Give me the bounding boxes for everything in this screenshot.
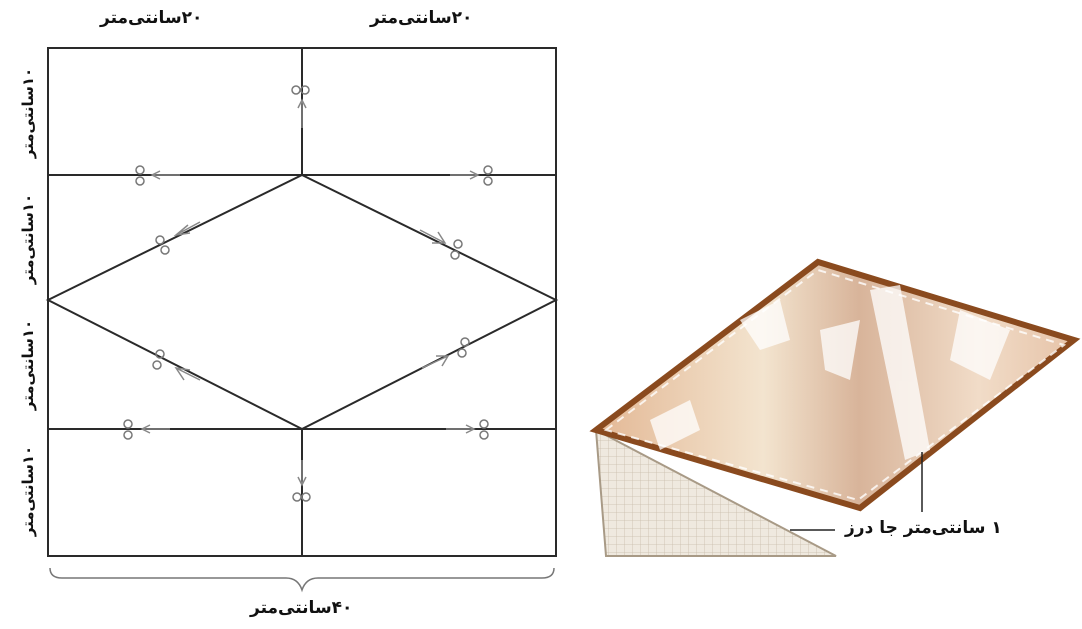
scissors-icon — [419, 229, 463, 260]
scissors-icon — [155, 221, 201, 255]
side-height-label-4: ۱۰سانتی‌متر — [19, 445, 37, 537]
scissors-icon — [135, 165, 180, 186]
scissors-icon — [291, 85, 310, 128]
side-height-label-2: ۱۰سانتی‌متر — [19, 193, 37, 285]
top-right-width-label: ۲۰سانتی‌متر — [370, 8, 473, 28]
scissors-icon — [450, 165, 493, 186]
seam-allowance-label: ۱ سانتی‌متر جا درز — [845, 518, 1002, 538]
scissors-icon — [446, 419, 489, 440]
scissors-icon — [152, 349, 201, 381]
bottom-width-label: ۴۰سانتی‌متر — [250, 598, 353, 618]
side-height-label-3: ۱۰سانتی‌متر — [19, 319, 37, 411]
fabric-motif — [650, 285, 1010, 460]
scissors-icon — [421, 337, 470, 369]
rhombus-shape — [45, 173, 559, 431]
top-left-width-label: ۲۰سانتی‌متر — [100, 8, 203, 28]
lining-triangle — [594, 428, 837, 557]
side-height-label-1: ۱۰سانتی‌متر — [19, 67, 37, 159]
bottom-brace — [49, 567, 555, 593]
scissors-icon — [123, 419, 170, 440]
seam-line — [603, 268, 1067, 502]
scissors-icon — [292, 460, 311, 502]
